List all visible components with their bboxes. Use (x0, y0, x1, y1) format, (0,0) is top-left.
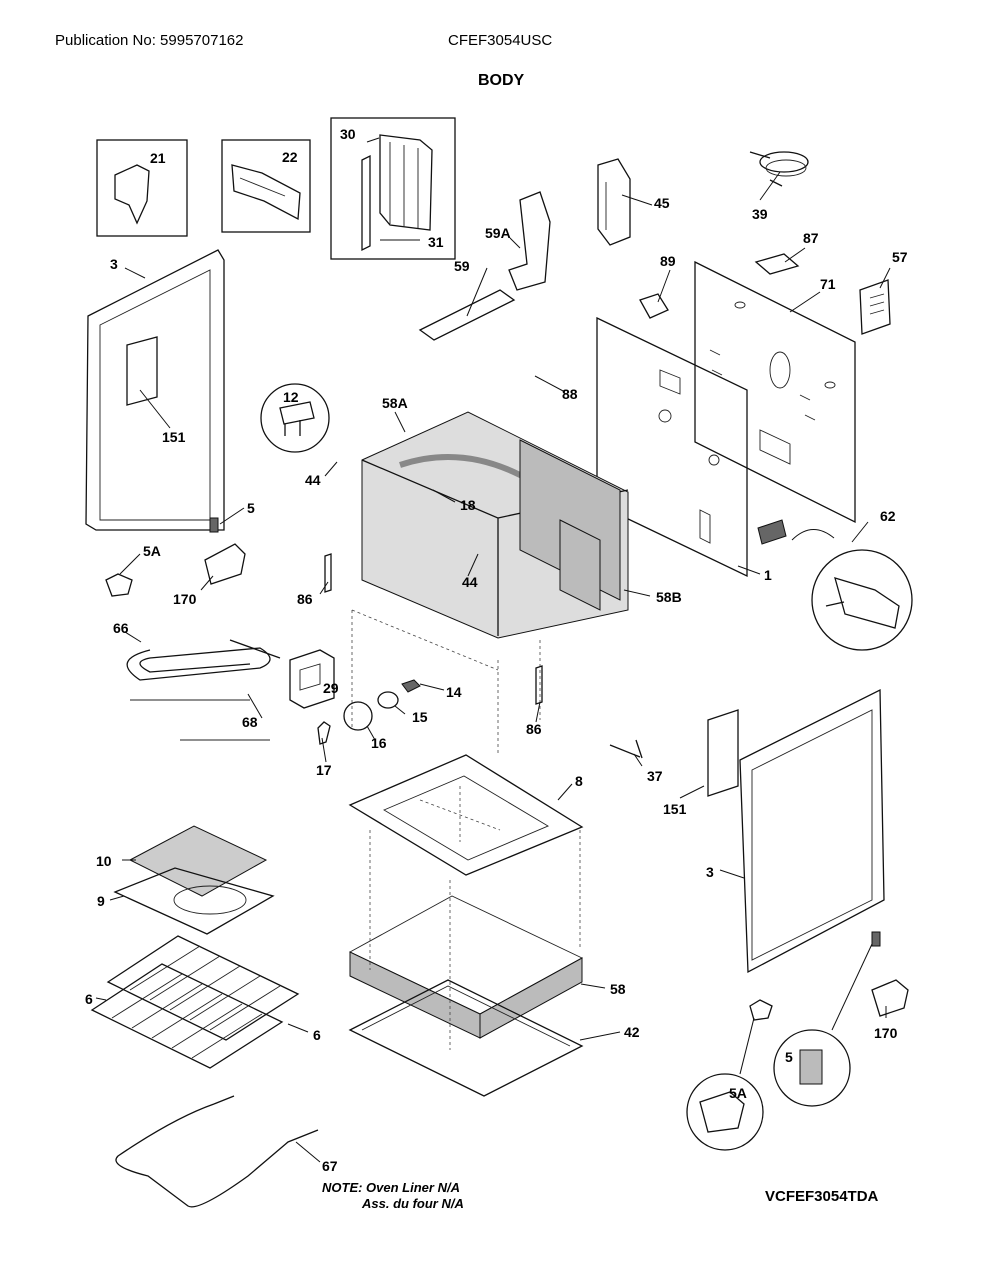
part-89-bracket (639, 293, 669, 319)
label-151-left: 151 (162, 429, 186, 445)
label-62: 62 (880, 508, 896, 524)
part-86-bracket-a (324, 553, 332, 593)
label-170-right: 170 (874, 1025, 898, 1041)
label-1: 1 (764, 567, 772, 583)
label-37: 37 (647, 768, 663, 784)
part-37-wire (609, 739, 643, 759)
label-39: 39 (752, 206, 768, 222)
label-57: 57 (892, 249, 908, 265)
part-21-inset (96, 139, 188, 237)
label-5A-right: 5A (729, 1085, 747, 1101)
part-12-sensor-inset (260, 383, 330, 453)
label-151-right: 151 (663, 801, 687, 817)
label-67: 67 (322, 1158, 338, 1174)
label-18: 18 (460, 497, 476, 513)
note-line-1: NOTE: Oven Liner N/A (322, 1180, 460, 1195)
label-58A: 58A (382, 395, 408, 411)
label-14: 14 (446, 684, 462, 700)
label-86-a: 86 (297, 591, 313, 607)
label-31: 31 (428, 234, 444, 250)
part-8-oven-bottom (348, 754, 584, 876)
label-44-a: 44 (305, 472, 321, 488)
diagram-code: VCFEF3054TDA (765, 1188, 879, 1205)
label-16: 16 (371, 735, 387, 751)
label-59: 59 (454, 258, 470, 274)
part-6-oven-rack-lower (90, 963, 284, 1069)
publication-number: Publication No: 5995707162 (55, 32, 244, 49)
part-5-screw-left (209, 517, 219, 533)
label-86-b: 86 (526, 721, 542, 737)
part-42-bottom-pan (348, 979, 584, 1097)
model-number: CFEF3054USC (448, 32, 553, 49)
label-44-b: 44 (462, 574, 478, 590)
oven-body-frame (351, 609, 541, 756)
leader-lines (95, 137, 891, 1163)
label-9: 9 (97, 893, 105, 909)
part-29-light-socket-inset (289, 649, 335, 709)
part-5A-hinge-right (686, 999, 773, 1151)
part-6-oven-rack-upper (106, 935, 300, 1041)
part-39-wire-coil (749, 151, 809, 187)
part-15-light-bulb (377, 691, 399, 709)
label-87: 87 (803, 230, 819, 246)
note-line-2: Ass. du four N/A (362, 1196, 464, 1211)
part-66-broil-element (126, 639, 281, 741)
label-22: 22 (282, 149, 298, 165)
part-57-vent-panel (859, 279, 891, 335)
part-67-bake-element (115, 1095, 319, 1208)
part-86-bracket-b (535, 665, 543, 705)
label-58B: 58B (656, 589, 682, 605)
label-89: 89 (660, 253, 676, 269)
label-29: 29 (323, 680, 339, 696)
label-10: 10 (96, 853, 112, 869)
label-30: 30 (340, 126, 356, 142)
label-88: 88 (562, 386, 578, 402)
label-12: 12 (283, 389, 299, 405)
label-5-right: 5 (785, 1049, 793, 1065)
part-71-back-panel (694, 260, 856, 524)
label-6-a: 6 (85, 991, 93, 1007)
part-58B-front-frame (559, 519, 601, 611)
label-5A-left: 5A (143, 543, 161, 559)
part-59-duct (418, 289, 516, 341)
part-170-bracket-right (871, 979, 909, 1017)
label-21: 21 (150, 150, 166, 166)
part-16-light-lens (343, 701, 373, 731)
part-87-clip (754, 253, 800, 275)
label-8: 8 (575, 773, 583, 789)
part-59A-duct (508, 191, 551, 291)
part-9-broil-pan (113, 867, 275, 935)
label-17: 17 (316, 762, 332, 778)
label-45: 45 (654, 195, 670, 211)
part-10-broil-pan-insert (128, 825, 268, 897)
label-42: 42 (624, 1024, 640, 1040)
label-68: 68 (242, 714, 258, 730)
part-22-inset (221, 139, 311, 233)
part-30-31-inset (330, 117, 456, 260)
label-15: 15 (412, 709, 428, 725)
part-62-terminal-block (757, 519, 913, 651)
label-3-right: 3 (706, 864, 714, 880)
part-5A-hinge-left (105, 573, 133, 597)
label-5-left: 5 (247, 500, 255, 516)
part-5-screw-right (773, 931, 881, 1107)
label-58: 58 (610, 981, 626, 997)
label-170-left: 170 (173, 591, 197, 607)
label-71: 71 (820, 276, 836, 292)
label-3-left: 3 (110, 256, 118, 272)
part-3-right-side-panel (739, 688, 885, 974)
part-1-rear-panel (596, 316, 748, 578)
part-3-left-side-panel (85, 249, 225, 531)
label-6-b: 6 (313, 1027, 321, 1043)
label-59A: 59A (485, 225, 511, 241)
part-151-bracket-right (707, 709, 739, 797)
part-58-insulation-pad (349, 830, 583, 1050)
part-14-light-bulb-socket (401, 679, 421, 693)
label-66: 66 (113, 620, 129, 636)
part-45-bracket (597, 158, 631, 246)
section-title: BODY (478, 72, 525, 89)
part-labels: 21 22 30 31 39 45 59A 59 87 89 57 71 3 1… (85, 126, 908, 1174)
part-17-clip (317, 721, 331, 745)
